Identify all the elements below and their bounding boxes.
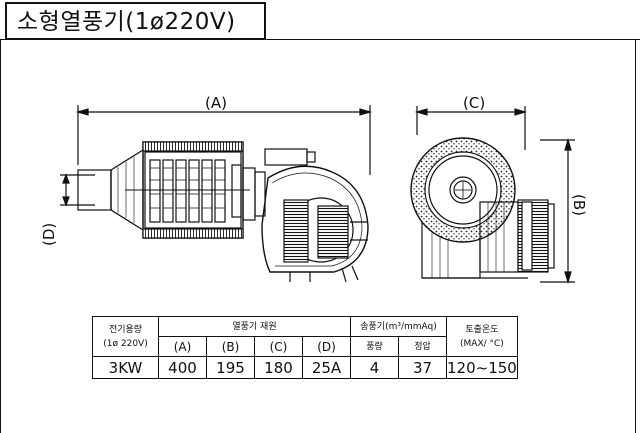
front-view [410,137,555,279]
dimension-c [414,106,528,150]
header-outlet-temp-unit: (MAX/ °C) [460,338,504,349]
header-power-phase: (1ø 220V) [103,338,148,349]
dimension-d-label: (D) [40,223,58,246]
spec-table: 전기용량 (1ø 220V) 열풍기 재원 송풍기(m³/mmAq) 토출온도 … [92,316,518,379]
header-outlet: 토출온도 (MAX/ °C) [446,316,518,357]
frame-right-border [635,40,636,433]
dimension-a [75,105,373,175]
header-air-volume: 풍량 [350,336,399,357]
header-col-b: (B) [206,336,255,357]
cell-a: 400 [158,356,207,379]
cell-power: 3KW [92,356,159,379]
dimension-a-label: (A) [205,94,227,112]
inlet-pipe [77,169,112,211]
header-power: 전기용량 (1ø 220V) [92,316,159,357]
frame-top-border [0,39,640,40]
header-static-pressure: 정압 [398,336,447,357]
cell-static-pressure: 37 [398,356,447,379]
cell-air-volume: 4 [350,356,399,379]
header-col-a: (A) [158,336,207,357]
blower-side [261,165,369,283]
cell-b: 195 [206,356,255,379]
header-outlet-temp: 토출온도 [465,324,499,335]
frame-left-border [0,40,1,433]
header-power-capacity: 전기용량 [108,324,143,335]
cell-outlet-temp: 120~150 [446,356,518,379]
page-title: 소형열풍기(1ø220V) [17,9,236,35]
header-col-d: (D) [302,336,351,357]
header-heater-dims: 열풍기 재원 [158,316,351,337]
title-box: 소형열풍기(1ø220V) [5,2,266,40]
dimension-b [540,137,575,285]
cell-c: 180 [254,356,303,379]
header-airflow: 송풍기(m³/mmAq) [350,316,447,337]
dimension-b-label: (B) [570,194,588,216]
dimension-c-label: (C) [463,94,485,112]
duct-connector [242,148,316,221]
header-col-c: (C) [254,336,303,357]
heater-elements [125,159,250,223]
table-row: 3KW 400 195 180 25A 4 37 120~150 [92,356,518,379]
cell-d: 25A [302,356,351,379]
